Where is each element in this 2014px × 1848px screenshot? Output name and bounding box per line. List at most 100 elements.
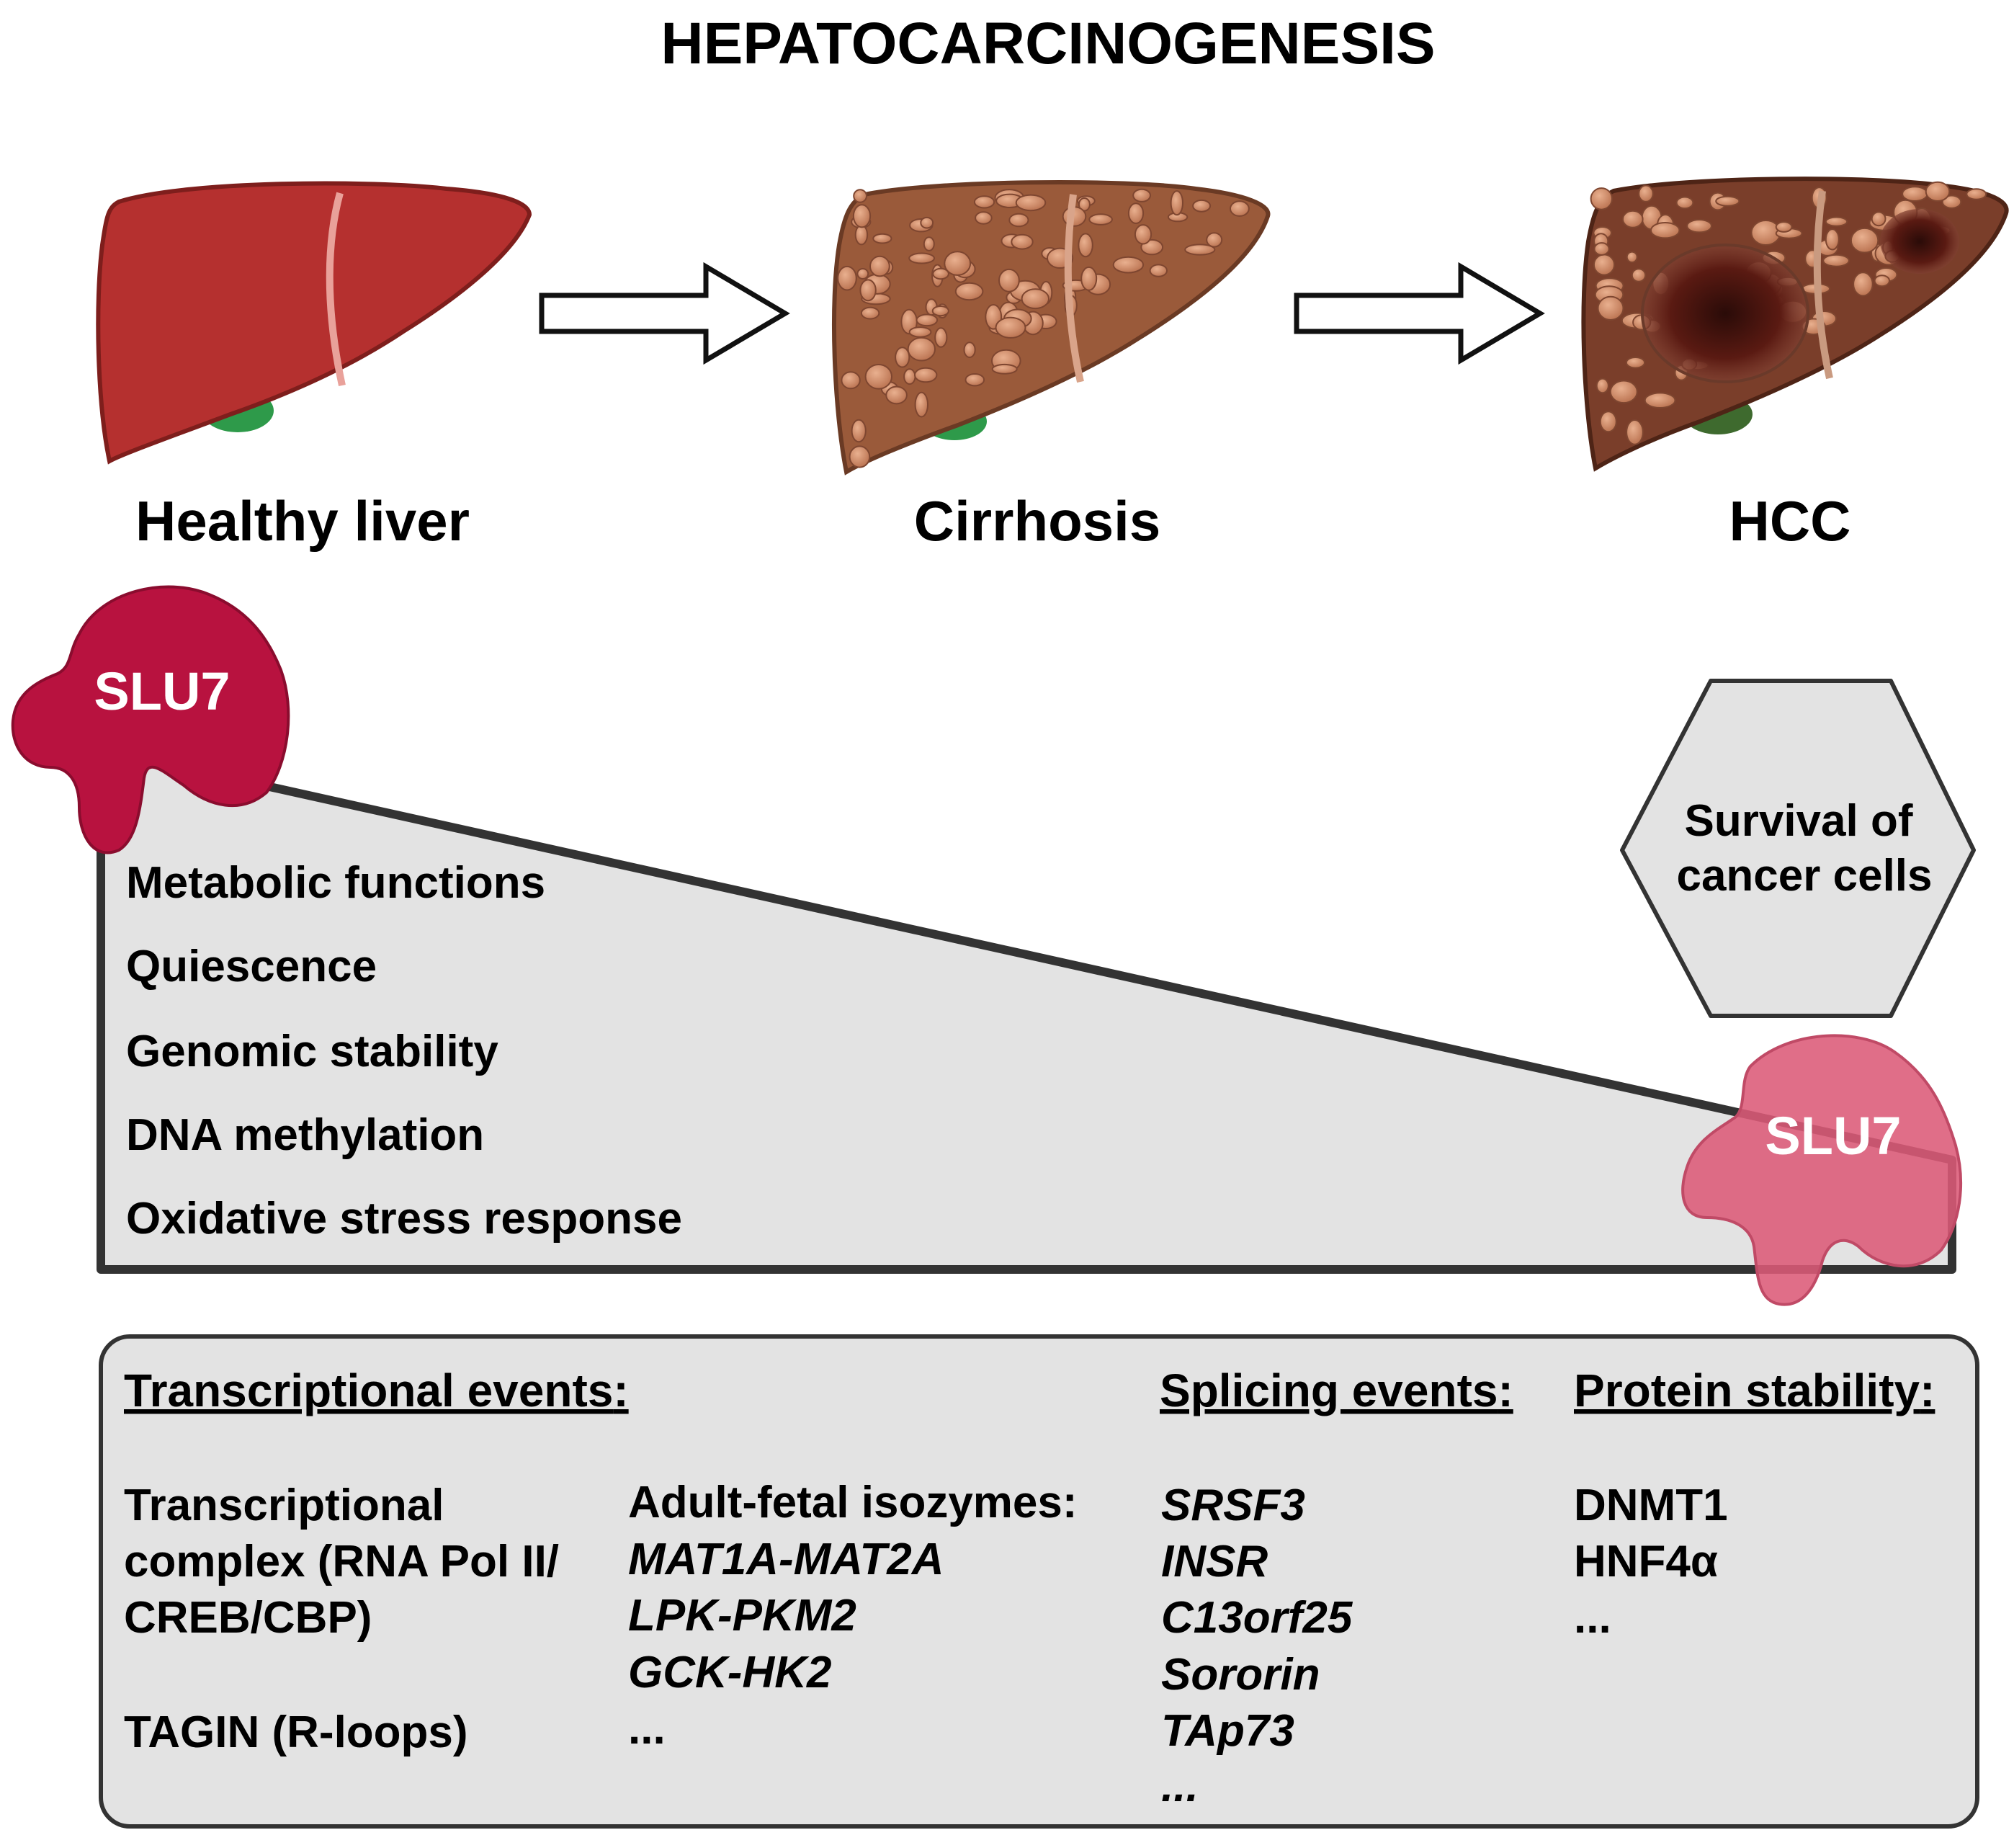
liver-nodule [1132,188,1151,202]
progression-arrow-2 [1294,262,1545,365]
liver-nodule [859,279,877,302]
liver-nodule [1631,268,1647,282]
liver-nodule [1011,233,1034,250]
slu7-blob-shape [1681,1034,1963,1306]
liver-nodule [1149,264,1168,277]
ligament [326,192,346,387]
stage-label-healthy: Healthy liver [135,489,470,553]
protein-stability-heading: Protein stability: [1574,1365,1935,1416]
liver-nodule [837,265,857,291]
transcriptional-heading: Transcriptional events: [124,1365,629,1416]
liver-nodule [1853,272,1874,297]
liver-nodule [1170,190,1184,216]
liver-nodule [965,373,985,387]
liver-nodule [916,313,939,327]
liver-nodule [1595,378,1609,394]
ligament [1813,190,1833,380]
transcriptional-complex-line-3: CREB/CBP) [124,1593,372,1643]
liver-nodule [1593,242,1610,256]
liver-nodule [853,189,867,203]
liver-nodule [1626,251,1638,263]
hexagon-shape [1620,679,1976,1018]
isozymes-heading: Adult-fetal isozymes: [628,1478,1078,1527]
liver-nodule [1650,222,1680,239]
liver-nodule [998,268,1020,293]
liver-nodule [1134,224,1153,245]
liver-nodule [1206,232,1223,248]
stage-label-cirrhosis: Cirrhosis [914,489,1160,553]
diagram-title: HEPATOCARCINOGENESIS [661,11,1435,76]
function-genomic-stability: Genomic stability [126,1027,498,1076]
liver-nodule [908,252,935,264]
stage-label-hcc: HCC [1729,489,1851,553]
liver-nodule [995,316,1026,339]
tumor-mass-small [1880,209,1959,274]
splicing-c13orf25: C13orf25 [1161,1593,1353,1643]
splicing-more: ... [1161,1762,1199,1811]
liver-nodule [973,195,995,209]
liver-nodule [954,282,984,301]
healthy-liver-illustration [96,181,532,465]
slu7-blob-shape [11,585,290,854]
liver-nodule [1080,266,1098,291]
function-dna-methylation: DNA methylation [126,1110,484,1160]
tumor-mass [1641,244,1809,383]
hexagon-line-1: Survival of [1685,796,1913,846]
liver-nodule [1825,216,1848,227]
liver-nodule [1871,211,1887,227]
liver-nodule [1825,228,1840,251]
protein-stability-colon: : [1920,1365,1935,1416]
slu7-label-high: SLU7 [94,661,230,721]
transcriptional-complex-line-1: Transcriptional [124,1481,444,1530]
liver-nodule [907,336,936,362]
liver-nodule [1192,199,1212,213]
transcriptional-complex-line-2: complex (RNA Pol II/ [124,1537,559,1586]
liver-nodule [1609,380,1638,404]
cirrhotic-liver-illustration [831,179,1271,476]
liver-nodule [872,233,892,244]
liver-nodule [849,445,871,468]
survival-hexagon: Survival of cancer cells [1620,679,1976,1018]
liver-nodule [860,306,880,320]
liver-nodule [841,371,861,390]
liver-nodule [1021,288,1050,310]
isozyme-gck-hk2: GCK-HK2 [628,1648,831,1697]
liver-nodule [1015,194,1047,212]
liver-nodule [1941,195,1962,209]
liver-nodule [914,367,938,383]
liver-nodule [1008,213,1029,228]
splicing-srsf3: SRSF3 [1161,1481,1305,1530]
isozymes-more: ... [628,1704,666,1754]
liver-nodule [920,216,934,229]
liver-nodule [1675,196,1694,210]
splicing-sororin: Sororin [1161,1650,1320,1700]
liver-nodule [1599,411,1617,433]
protein-more: ... [1574,1593,1611,1643]
slu7-high-protein: SLU7 [11,585,290,854]
liver-nodule [1597,295,1624,321]
liver-nodule [1822,254,1850,267]
liver-nodule [1686,219,1713,233]
isozyme-lpk-pkm2: LPK-PKM2 [628,1591,856,1641]
liver-nodule [1127,202,1145,225]
splicing-colon: : [1498,1365,1513,1416]
liver-nodule [1593,254,1616,276]
liver-nodule [1638,184,1654,202]
liver-nodule [1644,392,1676,409]
liver-nodule [1715,195,1740,207]
liver-nodule [1626,419,1644,445]
liver-nodule [1775,221,1793,233]
liver-nodule [934,327,948,348]
liver-nodule [1966,188,1987,200]
liver-nodule [1184,244,1216,256]
liver-nodule [914,391,929,418]
liver-nodule [1874,274,1891,287]
liver-nodule [1850,227,1879,254]
progression-arrow-1 [539,262,790,365]
hcc-liver-illustration [1581,177,2009,472]
events-box [99,1334,1979,1829]
ligament [1064,194,1084,383]
splicing-tap73: TAp73 [1161,1706,1294,1756]
liver-nodule [851,419,867,443]
liver-nodule [1622,210,1644,228]
